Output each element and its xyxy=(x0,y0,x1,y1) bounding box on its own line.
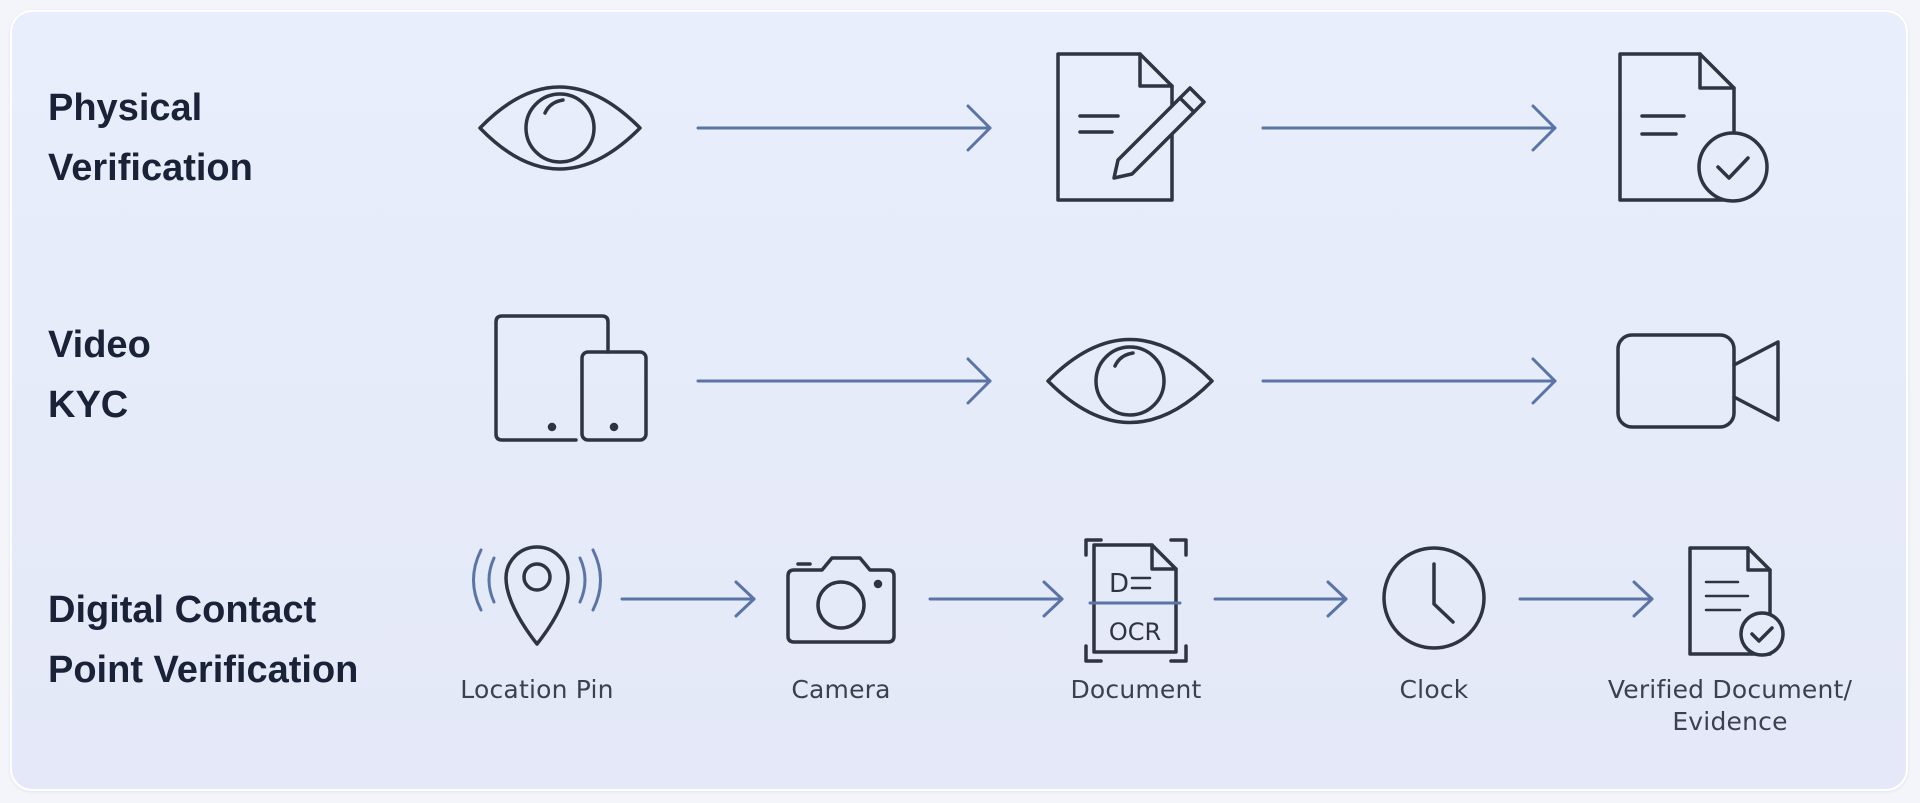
video-camera-icon xyxy=(1616,333,1780,429)
arrow-right-icon xyxy=(696,357,992,405)
ocr-letter: D xyxy=(1109,569,1129,599)
arrow-right-icon xyxy=(928,580,1064,618)
ocr-label: OCR xyxy=(1109,618,1161,646)
caption-line: Evidence xyxy=(1672,707,1788,736)
row-title-line: Video xyxy=(48,324,151,366)
row-title-line: Physical xyxy=(48,87,203,129)
arrow-right-icon xyxy=(1261,104,1557,152)
caption-location-pin: Location Pin xyxy=(460,675,614,704)
caption-verified-document-evidence: Verified Document/ Evidence xyxy=(1600,674,1860,738)
row-title-line: Verification xyxy=(48,147,253,189)
caption-document: Document xyxy=(1070,675,1202,704)
caption-clock: Clock xyxy=(1399,675,1469,704)
eye-icon xyxy=(1046,337,1214,425)
arrow-right-icon xyxy=(620,580,756,618)
clock-icon xyxy=(1382,546,1486,650)
arrow-right-icon xyxy=(1518,580,1654,618)
arrow-right-icon xyxy=(1261,357,1557,405)
diagram-panel xyxy=(10,10,1908,791)
row-title-line: Point Verification xyxy=(48,649,359,691)
row-title-digital-contact-point-verification: Digital Contact Point Verification xyxy=(48,580,358,700)
caption-camera: Camera xyxy=(791,675,891,704)
document-edit-icon xyxy=(1056,52,1206,202)
arrow-right-icon xyxy=(696,104,992,152)
row-title-physical-verification: Physical Verification xyxy=(48,78,253,198)
row-title-line: Digital Contact xyxy=(48,589,317,631)
row-title-video-kyc: Video KYC xyxy=(48,315,151,435)
camera-icon xyxy=(786,556,896,644)
caption-line: Verified Document/ xyxy=(1607,675,1853,704)
row-title-line: KYC xyxy=(48,384,129,426)
devices-icon xyxy=(494,314,648,442)
verified-document-icon xyxy=(1688,546,1785,657)
eye-icon xyxy=(478,85,642,171)
location-pin-icon xyxy=(472,545,602,646)
ocr-document-icon xyxy=(1084,538,1188,663)
arrow-right-icon xyxy=(1213,580,1348,618)
document-check-icon xyxy=(1618,52,1769,203)
